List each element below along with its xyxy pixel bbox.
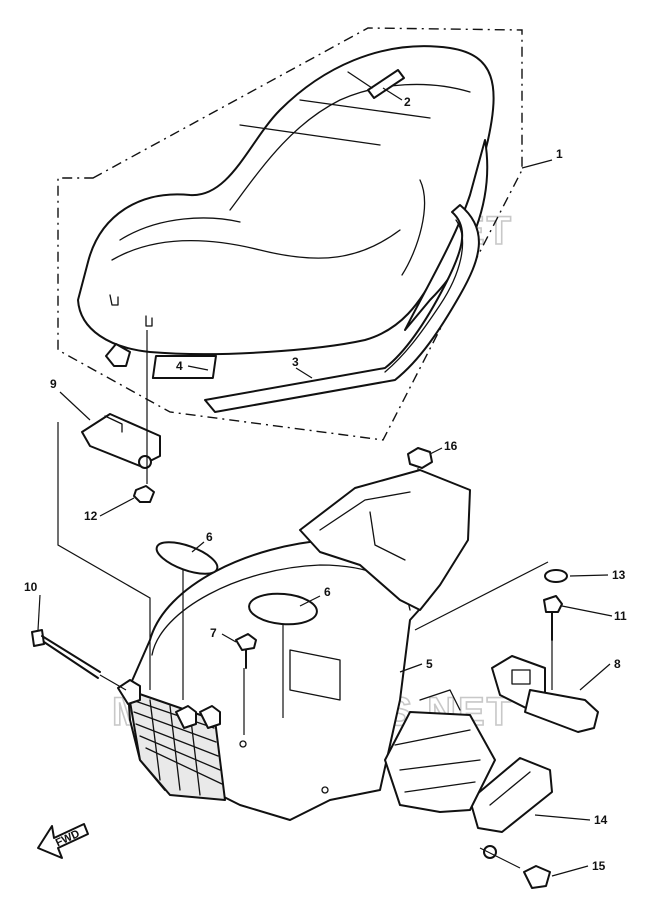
assembly-line-13 xyxy=(414,561,549,631)
part-4-label xyxy=(151,355,217,379)
fwd-arrow-icon: FWD xyxy=(37,823,89,859)
callout-3: 3 xyxy=(292,355,299,369)
callout-15: 15 xyxy=(592,859,606,873)
callout-13: 13 xyxy=(612,568,626,582)
part-6-pad-left xyxy=(155,541,219,575)
part-3-trim xyxy=(204,204,480,413)
callout-5: 5 xyxy=(426,657,433,671)
callout-7: 7 xyxy=(210,626,217,640)
part-11-bolt xyxy=(543,595,563,690)
seat-assembly-boundary xyxy=(57,27,523,441)
part-16-nut xyxy=(407,447,433,469)
callout-2: 2 xyxy=(404,95,411,109)
callout-9: 9 xyxy=(50,377,57,391)
part-10-bolt xyxy=(31,629,127,691)
part-6-pad-center xyxy=(248,592,318,626)
part-7-bolt xyxy=(235,633,257,735)
callout-6b: 6 xyxy=(324,585,331,599)
callout-12: 12 xyxy=(84,509,98,523)
part-2-pin xyxy=(347,69,405,99)
part-5-storage-box xyxy=(117,469,471,821)
callout-16: 16 xyxy=(444,439,458,453)
part-14-bracket xyxy=(469,757,553,859)
part-12-nut xyxy=(133,485,155,503)
seat xyxy=(77,45,495,367)
assembly-line-left xyxy=(57,422,151,690)
callout-4: 4 xyxy=(176,359,183,373)
callout-8: 8 xyxy=(614,657,621,671)
part-9-hinge xyxy=(81,413,161,469)
part-13-washer xyxy=(544,569,568,583)
callout-11: 11 xyxy=(614,609,627,623)
fwd-label: FWD xyxy=(54,828,82,849)
callout-10: 10 xyxy=(24,580,38,594)
callout-6a: 6 xyxy=(206,530,213,544)
air-duct xyxy=(384,689,496,813)
callout-1: 1 xyxy=(556,147,563,161)
callout-14: 14 xyxy=(594,813,608,827)
leader-lines xyxy=(37,87,613,877)
part-15-screw xyxy=(479,847,551,889)
part-8-latch xyxy=(491,655,599,733)
